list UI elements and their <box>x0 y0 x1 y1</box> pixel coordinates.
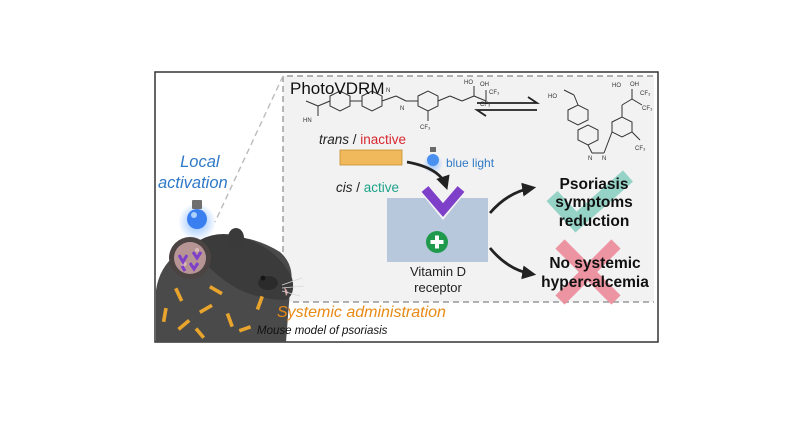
local-activation-line: Local <box>180 153 220 171</box>
trans-atom-label: HN <box>303 118 312 124</box>
title: PhotoVDRM <box>290 79 385 98</box>
cis-molecule-labels: HO OH CF₃ CF₃ N N CF₃ HO <box>548 82 653 162</box>
outcome-line: Psoriasis <box>559 176 629 193</box>
cis-atom-label: OH <box>630 82 639 88</box>
outcome-line: No systemic <box>549 255 641 272</box>
trans-molecule <box>305 86 487 121</box>
cis-atom-label: N <box>588 156 592 162</box>
outcome-arrow-down <box>488 247 537 280</box>
mouse-illustration <box>156 228 305 342</box>
local-activation-line: activation <box>158 173 228 192</box>
cis-active-label: cis / active <box>336 181 399 195</box>
active-ligand-chevron <box>421 186 465 217</box>
trans-atom-label: CF₃ <box>489 90 500 96</box>
cis-atom-label: HO <box>612 83 621 89</box>
outcome-arrow-up <box>488 182 537 214</box>
slash-separator: / <box>349 132 361 147</box>
cis-atom-label: CF₃ <box>642 106 653 112</box>
equilibrium-arrows <box>474 96 540 117</box>
outcome-line: reduction <box>558 212 630 230</box>
inactive-ligand-bar <box>339 149 403 166</box>
outcome-line: hypercalcemia <box>541 273 649 291</box>
blue-light-label: blue light <box>446 156 495 170</box>
outcome-no-hypercalcemia: No systemic hypercalcemia <box>536 255 654 292</box>
trans-word: trans <box>319 132 350 147</box>
trans-atom-label: N <box>400 106 404 112</box>
outcome-psoriasis-reduction: Psoriasis symptoms reduction <box>548 176 640 231</box>
cis-atom-label: CF₃ <box>640 91 651 97</box>
trans-atom-label: OH <box>480 82 489 88</box>
slash-separator: / <box>352 180 364 195</box>
local-activation-label: Local activation <box>158 152 228 193</box>
trans-atom-label: CF₃ <box>480 102 491 108</box>
mouse-model-label: Mouse model of psoriasis <box>257 325 388 337</box>
activation-arrow <box>406 160 450 190</box>
cis-atom-label: HO <box>548 94 557 100</box>
trans-atom-label: CF₃ <box>420 125 431 131</box>
receptor-label: Vitamin D receptor <box>402 264 474 296</box>
trans-inactive-label: trans / inactive <box>319 133 406 147</box>
active-word: active <box>363 180 400 195</box>
systemic-administration-label: Systemic administration <box>277 304 446 321</box>
trans-molecule-labels: HO OH CF₃ CF₃ HN N N CF₃ <box>303 80 500 131</box>
cis-molecule <box>563 89 643 154</box>
light-bulb-icon <box>178 200 216 241</box>
vitamin-d-receptor-shape <box>387 198 488 262</box>
check-mark-icon <box>546 170 633 233</box>
outcome-line: symptoms <box>555 194 633 212</box>
trans-atom-label: N <box>386 88 390 94</box>
receptor-label-line: receptor <box>414 279 462 295</box>
receptor-label-line: Vitamin D <box>409 264 467 279</box>
plus-icon <box>426 231 448 253</box>
cis-atom-label: CF₃ <box>635 146 646 152</box>
cross-mark-icon <box>555 239 621 305</box>
cis-word: cis <box>336 180 353 195</box>
cis-atom-label: N <box>602 156 606 162</box>
zoom-line-top <box>214 75 284 223</box>
trans-atom-label: HO <box>464 80 473 86</box>
inactive-word: inactive <box>360 132 407 147</box>
